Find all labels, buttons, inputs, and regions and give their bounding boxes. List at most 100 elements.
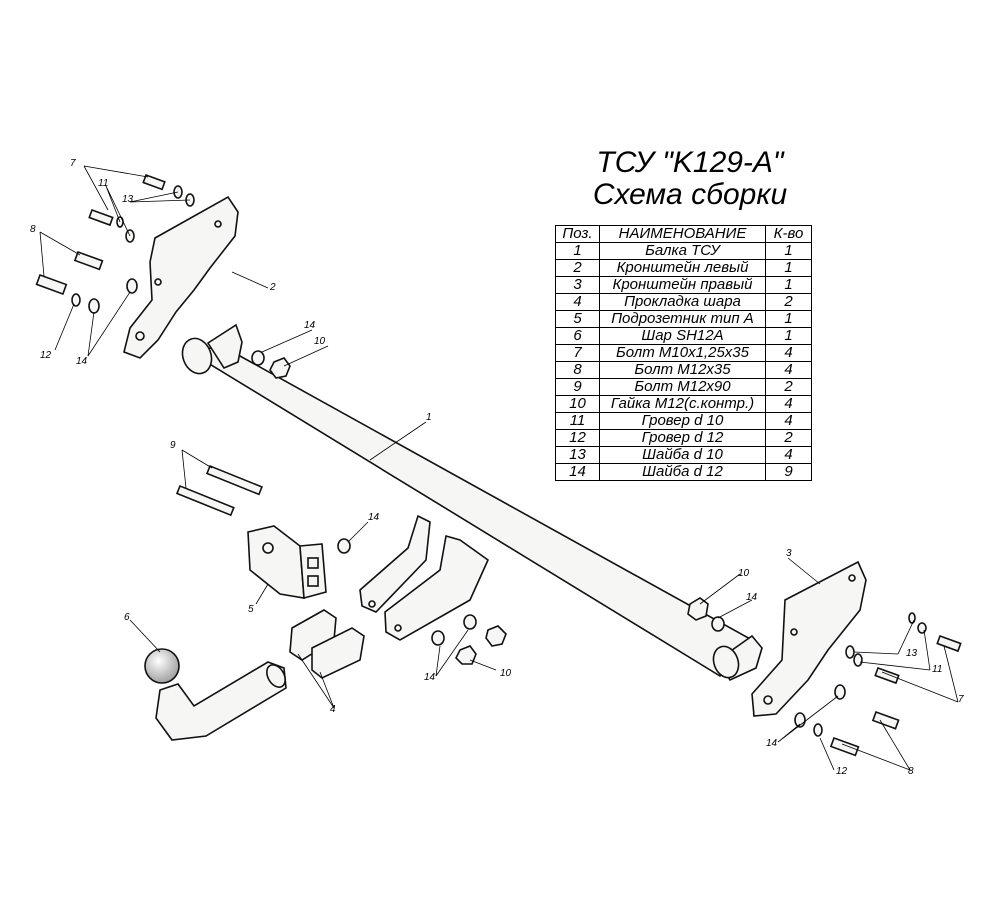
- washer-icon: [853, 653, 863, 667]
- header-name: НАИМЕНОВАНИЕ: [599, 225, 766, 243]
- washer-icon: [251, 350, 265, 366]
- cell-pos: 8: [555, 361, 600, 379]
- cell-qty: 1: [765, 259, 812, 277]
- drawing-title: ТСУ "K129-A": [596, 146, 784, 179]
- beam-part-1: [181, 323, 763, 682]
- cell-qty: 4: [765, 395, 812, 413]
- cell-name: Шайба d 12: [599, 463, 766, 481]
- callout-10: 10: [500, 668, 512, 679]
- leader-lines: [39, 165, 959, 771]
- callout-13: 13: [122, 194, 134, 205]
- washer-icon: [71, 293, 81, 307]
- callout-4: 4: [330, 704, 336, 715]
- callout-8: 8: [30, 224, 36, 235]
- drawing-subtitle: Схема сборки: [592, 178, 788, 211]
- bolt-m12-icon: [73, 250, 104, 271]
- cell-name: Прокладка шара: [599, 293, 766, 311]
- cell-pos: 14: [555, 463, 600, 481]
- cell-name: Балка ТСУ: [599, 242, 766, 260]
- cell-pos: 12: [555, 429, 600, 447]
- callout-10: 10: [738, 568, 750, 579]
- cell-pos: 1: [555, 242, 600, 260]
- washer-icon: [845, 645, 855, 659]
- cell-name: Кронштейн правый: [599, 276, 766, 294]
- washer-icon: [88, 298, 100, 314]
- bolt-m10-icon: [874, 666, 900, 685]
- bolt-m12-icon: [35, 273, 68, 295]
- washer-icon: [711, 616, 725, 632]
- cell-pos: 9: [555, 378, 600, 396]
- callout-5: 5: [248, 604, 254, 615]
- callout-6: 6: [124, 612, 130, 623]
- cell-name: Подрозетник тип А: [599, 310, 766, 328]
- callout-3: 3: [786, 548, 792, 559]
- callout-14: 14: [746, 592, 758, 603]
- cell-pos: 4: [555, 293, 600, 311]
- cell-qty: 4: [765, 446, 812, 464]
- cell-qty: 4: [765, 344, 812, 362]
- bolt-m10-icon: [936, 634, 962, 653]
- bracket-right-part-3: [751, 560, 867, 717]
- cell-name: Гайка М12(с.контр.): [599, 395, 766, 413]
- cell-pos: 5: [555, 310, 600, 328]
- callout-1: 1: [426, 412, 432, 423]
- callout-11: 11: [932, 664, 942, 675]
- bolt-m10-icon: [142, 173, 166, 191]
- fasteners: [35, 173, 962, 757]
- cell-qty: 4: [765, 361, 812, 379]
- parts-table-header: Поз. НАИМЕНОВАНИЕ К-во: [555, 225, 812, 243]
- callout-10: 10: [314, 336, 326, 347]
- cell-pos: 3: [555, 276, 600, 294]
- cell-pos: 2: [555, 259, 600, 277]
- callout-7: 7: [70, 158, 76, 169]
- bolt-m12-icon: [829, 736, 860, 757]
- washer-icon: [908, 612, 916, 624]
- bolt-m12x90-icon: [175, 484, 235, 517]
- callout-14: 14: [424, 672, 436, 683]
- cell-name: Болт М12х90: [599, 378, 766, 396]
- cell-name: Гровер d 12: [599, 429, 766, 447]
- washer-icon: [917, 622, 927, 634]
- nut-icon: [455, 645, 477, 665]
- washer-icon: [813, 723, 823, 737]
- callout-12: 12: [836, 766, 848, 777]
- cell-qty: 9: [765, 463, 812, 481]
- cell-name: Болт М10х1,25х35: [599, 344, 766, 362]
- washer-icon: [834, 684, 846, 700]
- cell-qty: 4: [765, 412, 812, 430]
- header-quantity: К-во: [765, 225, 812, 243]
- ball-spacer-part-4: [289, 609, 365, 679]
- cell-qty: 1: [765, 327, 812, 345]
- cell-name: Гровер d 10: [599, 412, 766, 430]
- callout-14: 14: [304, 320, 316, 331]
- bracket-left-part-2: [123, 195, 239, 359]
- callout-8: 8: [908, 766, 914, 777]
- callout-11: 11: [98, 178, 108, 189]
- bolt-m10-icon: [88, 208, 114, 227]
- callouts: 7 11 13 8 12 14 2 14 10 1 9 14 5 6 4 14 …: [30, 158, 964, 777]
- cell-qty: 1: [765, 310, 812, 328]
- washer-icon: [126, 278, 138, 294]
- cell-name: Болт М12х35: [599, 361, 766, 379]
- callout-7: 7: [958, 694, 964, 705]
- cell-name: Шайба d 10: [599, 446, 766, 464]
- cell-qty: 2: [765, 429, 812, 447]
- cell-name: Кронштейн левый: [599, 259, 766, 277]
- cell-pos: 7: [555, 344, 600, 362]
- cell-pos: 10: [555, 395, 600, 413]
- callout-14: 14: [76, 356, 88, 367]
- callout-14: 14: [368, 512, 380, 523]
- callout-12: 12: [40, 350, 52, 361]
- cell-pos: 13: [555, 446, 600, 464]
